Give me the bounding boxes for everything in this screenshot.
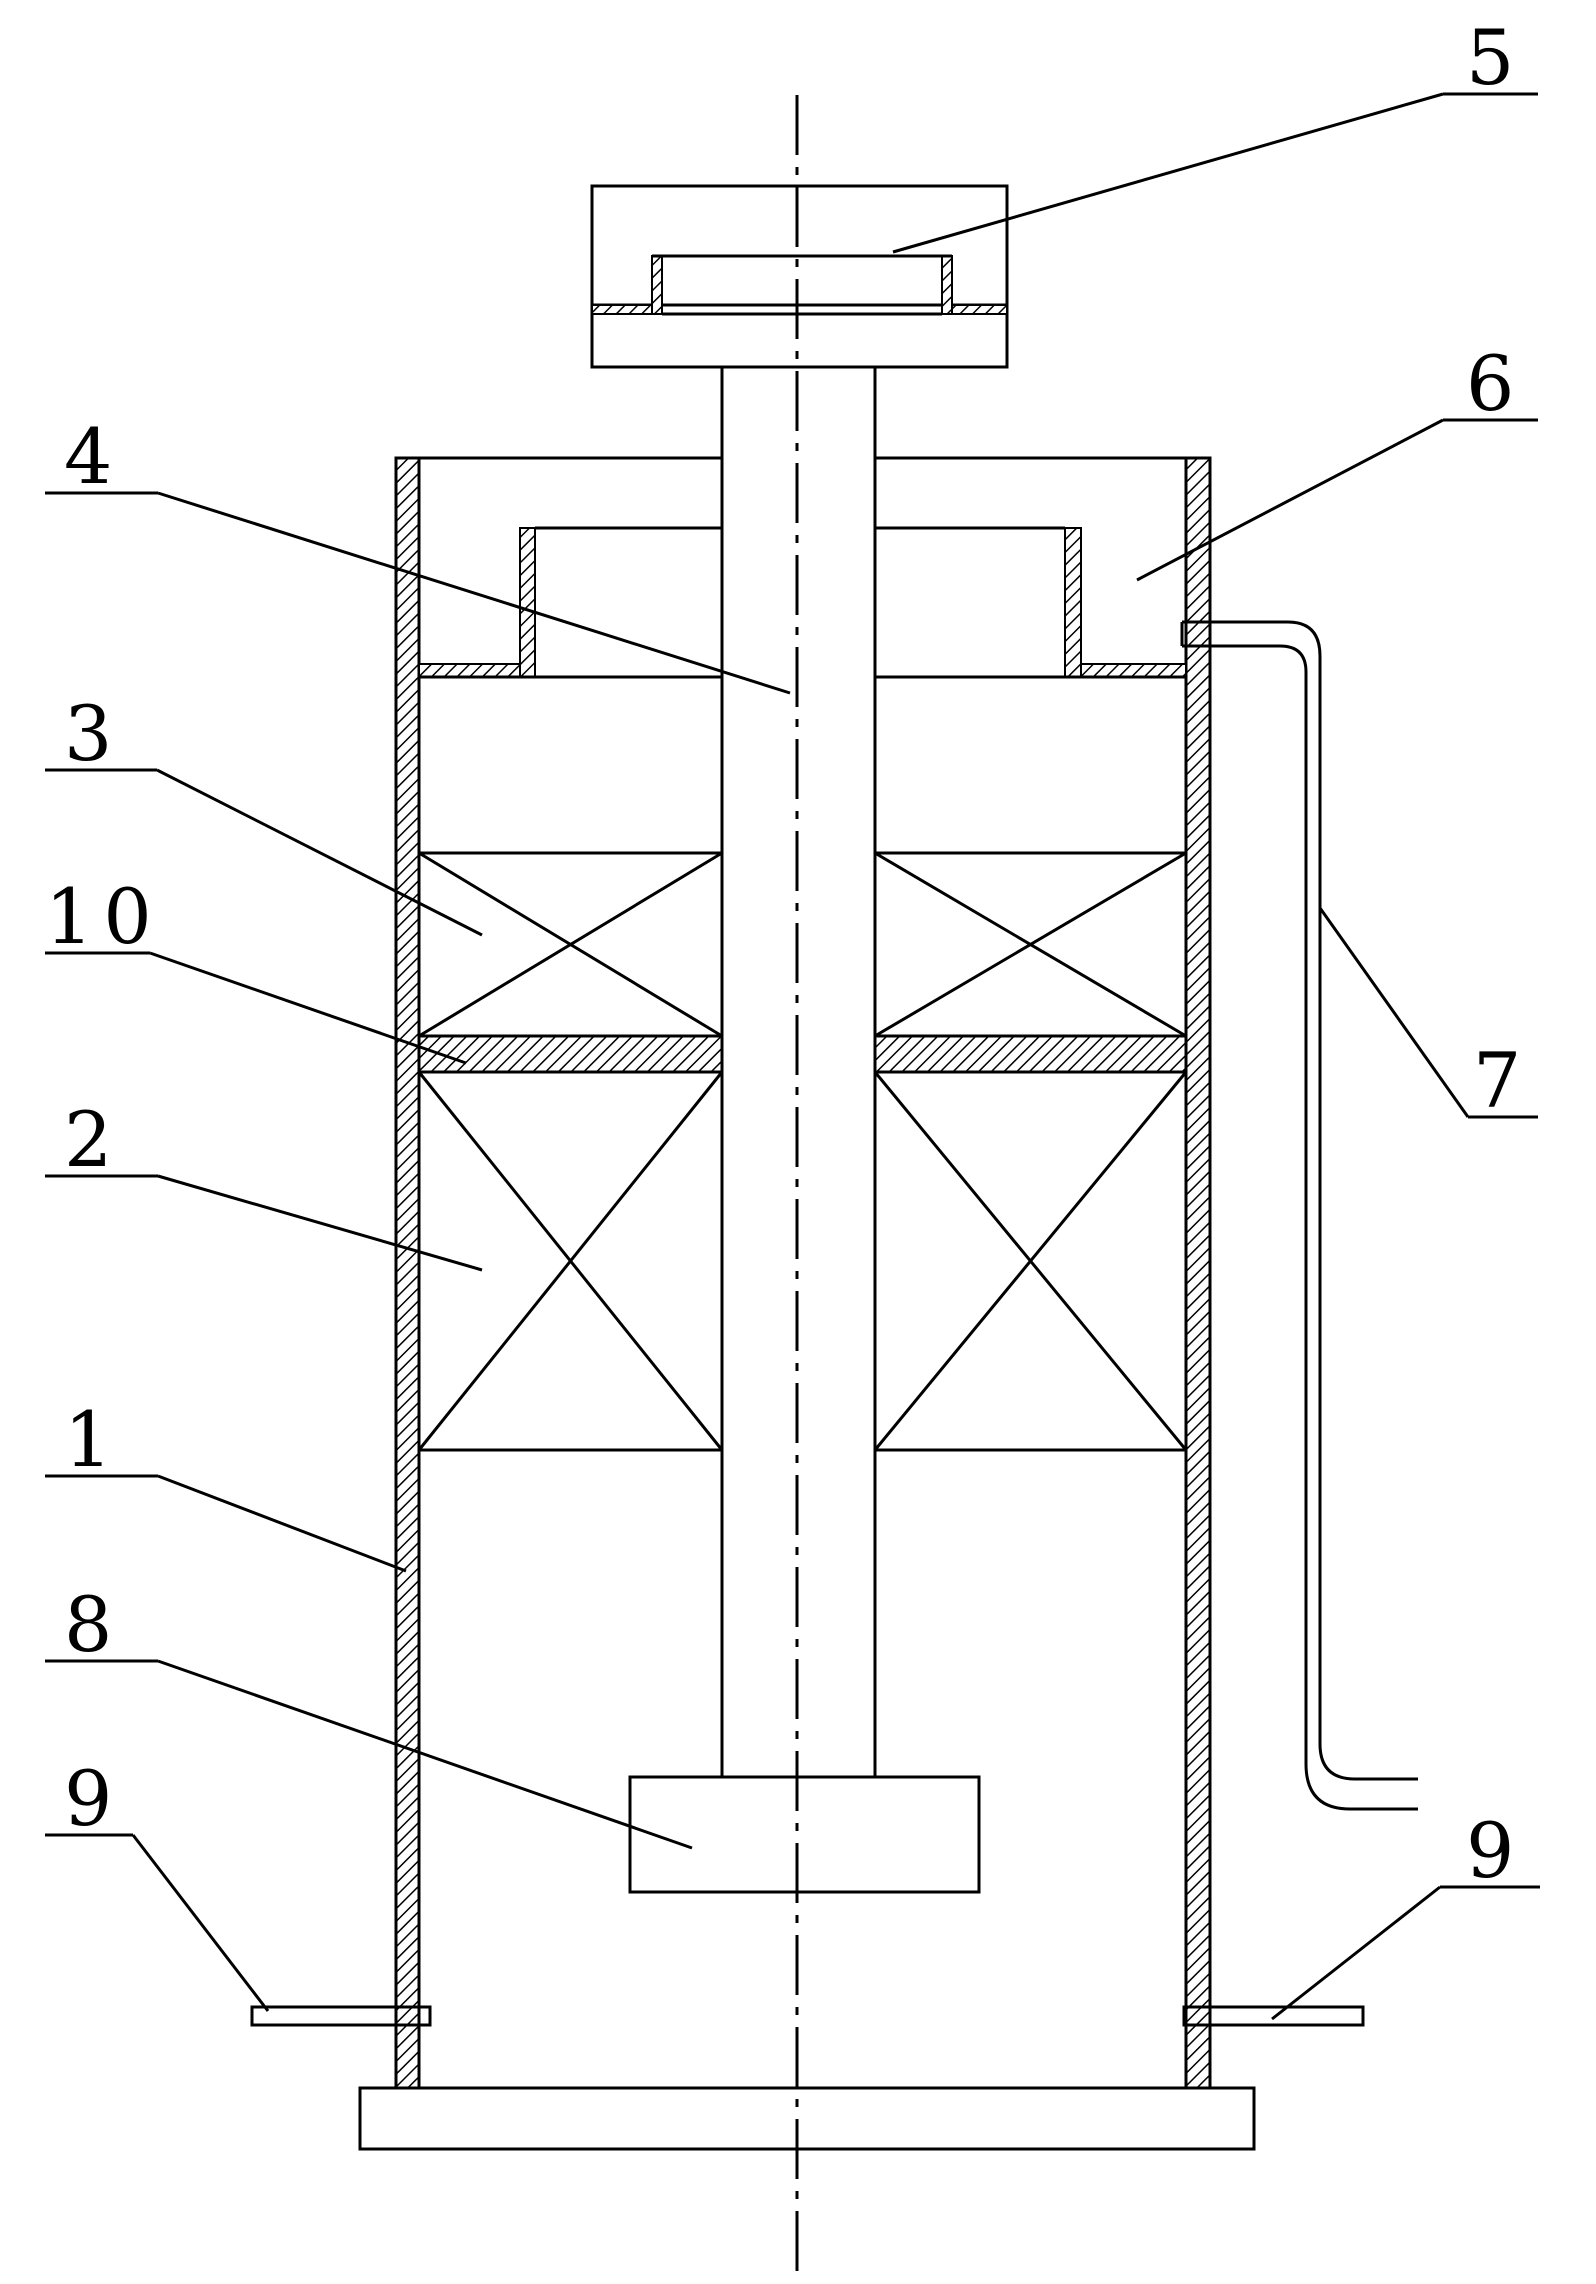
label-3: 3 (64, 689, 112, 778)
label-5: 5 (1466, 13, 1514, 102)
label-6: 6 (1466, 339, 1514, 428)
upper-chamber-flange (418, 526, 1187, 679)
separator-plate-right (873, 1034, 1188, 1074)
label-10: 10 (45, 872, 162, 961)
label-8: 8 (64, 1580, 112, 1669)
upper-packing-right (873, 851, 1188, 1038)
bottom-distributor (628, 1775, 981, 1894)
vessel-left-wall (394, 456, 421, 2090)
top-cap-inner-cup (591, 254, 1008, 316)
base-plate (358, 2086, 1256, 2151)
upper-packing-left (417, 851, 724, 1038)
vessel-right-wall (1184, 456, 1212, 2090)
separator-plate-left (417, 1034, 724, 1074)
label-7: 7 (1473, 1036, 1521, 1125)
leader-lines (45, 92, 1540, 2021)
label-4: 4 (64, 412, 112, 501)
label-9-left: 9 (64, 1754, 112, 1843)
top-cap (590, 184, 1009, 369)
label-1: 1 (64, 1395, 112, 1484)
label-2: 2 (64, 1095, 112, 1184)
support-lug-right (1182, 2005, 1365, 2027)
side-outlet-pipe (1180, 620, 1418, 1811)
label-9-right: 9 (1466, 1806, 1514, 1895)
lower-packing-left (417, 1070, 724, 1452)
support-lug-left (250, 2005, 432, 2027)
lower-packing-right (873, 1070, 1188, 1452)
